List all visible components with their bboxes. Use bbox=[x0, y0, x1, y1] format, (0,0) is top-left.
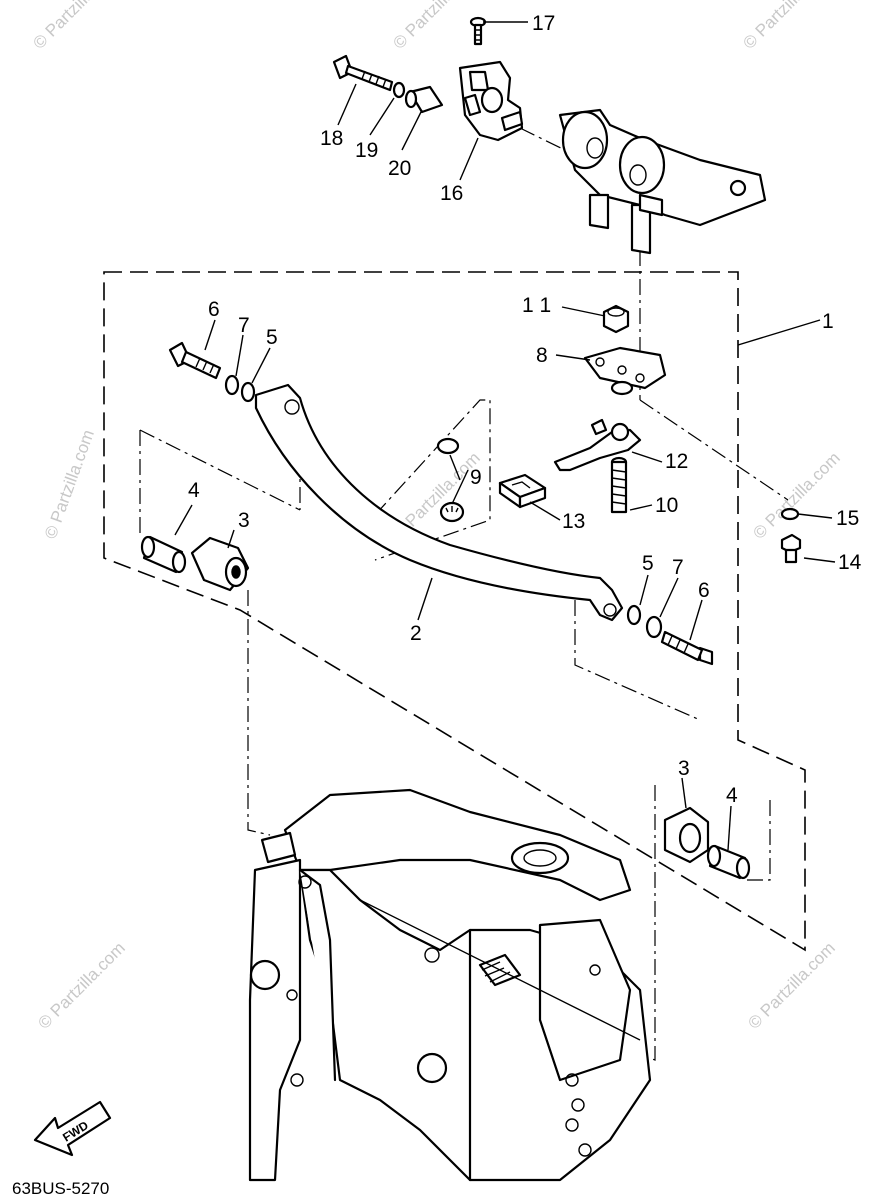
callout-11: 1 1 bbox=[522, 294, 551, 317]
watermarks: © Partzilla.com © Partzilla.com © Partzi… bbox=[29, 0, 843, 1033]
part-20-collar bbox=[404, 85, 444, 114]
callout-9: 9 bbox=[470, 466, 482, 489]
washer-under-plate bbox=[610, 380, 634, 396]
callout-5: 5 bbox=[266, 326, 278, 349]
callout-3: 3 bbox=[678, 757, 690, 780]
part-7-washer-right bbox=[645, 615, 663, 639]
callout-10: 10 bbox=[655, 494, 678, 517]
part-3-nut-right bbox=[663, 806, 710, 864]
part-15-washer bbox=[780, 507, 800, 521]
part-19-washer bbox=[392, 81, 406, 99]
watermark: © Partzilla.com bbox=[744, 938, 838, 1032]
watermark: © Partzilla.com bbox=[41, 427, 98, 541]
callout-16: 16 bbox=[440, 182, 463, 205]
part-2-steering-rod bbox=[254, 383, 624, 622]
callout-2: 2 bbox=[410, 622, 422, 645]
callout-17: 17 bbox=[532, 12, 555, 35]
part-5-washer-right bbox=[626, 604, 642, 626]
part-6-bolt-right bbox=[660, 630, 714, 666]
part-4-collar-left bbox=[140, 535, 187, 574]
assembly-boundary bbox=[103, 271, 806, 952]
watermark: © Partzilla.com bbox=[389, 0, 483, 53]
callout-1: 1 bbox=[822, 310, 834, 333]
callout-7: 7 bbox=[238, 314, 250, 337]
part-17-screw bbox=[469, 16, 487, 46]
callout-4: 4 bbox=[188, 479, 200, 502]
watermark: © Partzilla.com bbox=[29, 0, 123, 53]
callout-19: 19 bbox=[355, 139, 378, 162]
part-12-lever bbox=[553, 418, 642, 472]
callout-7: 7 bbox=[672, 556, 684, 579]
callout-14: 14 bbox=[838, 551, 862, 574]
callout-15: 15 bbox=[836, 507, 859, 530]
part-13-plate bbox=[498, 473, 547, 509]
part-14-bolt bbox=[780, 533, 802, 564]
callout-12: 12 bbox=[665, 450, 688, 473]
callout-4: 4 bbox=[726, 784, 738, 807]
callout-6: 6 bbox=[698, 579, 710, 602]
callout-20: 20 bbox=[388, 157, 411, 180]
watermark: © Partzilla.com bbox=[34, 938, 128, 1032]
leader-lines bbox=[174, 21, 836, 851]
callout-5: 5 bbox=[642, 552, 654, 575]
part-9-grommet-lower bbox=[439, 501, 465, 523]
callout-8: 8 bbox=[536, 344, 548, 367]
part-9-grommet-upper bbox=[436, 437, 460, 455]
part-5-washer-left bbox=[240, 381, 256, 403]
part-6-bolt-left bbox=[168, 341, 222, 380]
assembly-lines bbox=[139, 127, 789, 1061]
watermark: © Partzilla.com bbox=[739, 0, 833, 53]
part-18-bolt bbox=[332, 54, 394, 92]
part-8-plate bbox=[583, 346, 667, 390]
diagram-code: 63BUS-5270 bbox=[12, 1179, 109, 1198]
part-16-bracket bbox=[458, 60, 524, 142]
callout-3: 3 bbox=[238, 509, 250, 532]
part-3-nut-left bbox=[190, 536, 250, 592]
watermark: © Partzilla.com bbox=[749, 448, 843, 542]
fwd-arrow-icon: FWD bbox=[33, 1100, 112, 1157]
part-7-washer-left bbox=[224, 374, 240, 396]
callouts: 1 2 3 3 4 4 5 5 6 6 7 7 8 9 10 1 1 12 13… bbox=[188, 12, 862, 807]
callout-6: 6 bbox=[208, 298, 220, 321]
part-11-nut bbox=[602, 304, 630, 334]
steering-arm bbox=[558, 108, 767, 255]
part-4-collar-right bbox=[706, 844, 751, 880]
callout-18: 18 bbox=[320, 127, 343, 150]
callout-13: 13 bbox=[562, 510, 585, 533]
part-10-stud bbox=[610, 456, 628, 514]
swivel-bracket bbox=[248, 788, 652, 1182]
